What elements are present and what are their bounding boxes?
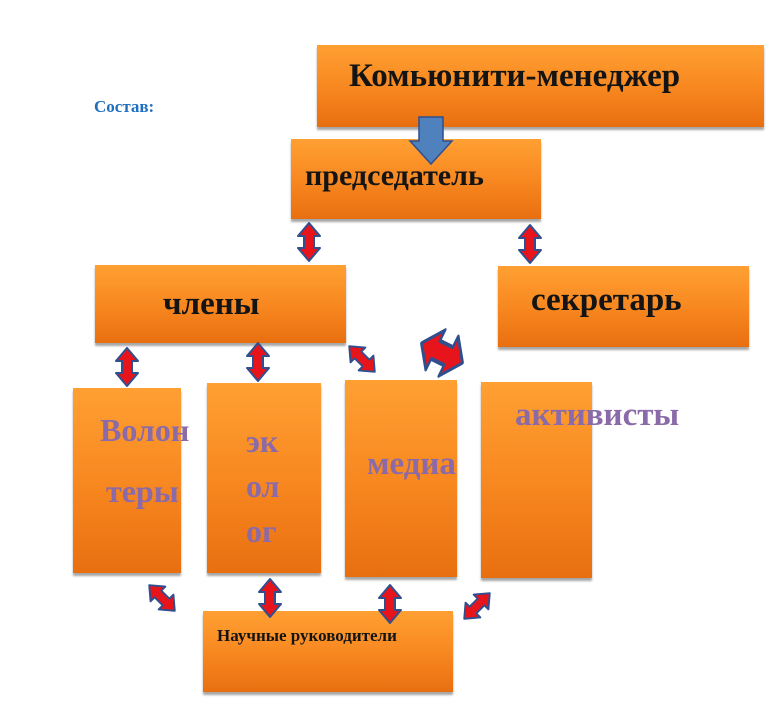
secretary-box — [498, 266, 749, 347]
activists-supervisors-arrow-icon — [455, 584, 499, 628]
members-box — [95, 265, 346, 343]
media-box — [345, 380, 457, 577]
members-label: члены — [163, 286, 260, 322]
supervisors-box — [203, 611, 453, 692]
ecologist-label-line-1: эк — [246, 423, 279, 459]
ecologist-label-line-2: ол — [246, 468, 280, 504]
volunteers-supervisors-arrow-icon — [140, 576, 184, 620]
secretary-label: секретарь — [531, 282, 682, 318]
chairman-secretary-arrow-icon — [518, 224, 542, 264]
volunteers-box — [73, 388, 181, 573]
members-ecologist-arrow-icon — [246, 342, 270, 382]
ecologist-label-line-3: ог — [246, 513, 277, 549]
members-activists-arrow-icon — [409, 321, 475, 385]
community-manager-box — [317, 45, 764, 127]
members-volunteers-arrow-icon — [115, 347, 139, 387]
down-arrow-icon — [408, 116, 454, 166]
ecologist-box — [207, 383, 321, 573]
chairman-box — [291, 139, 541, 219]
ecologist-supervisors-arrow-icon — [258, 578, 282, 618]
chairman-members-arrow-icon — [297, 222, 321, 262]
volunteers-label-line-1: Волон — [100, 412, 190, 448]
community-manager-label: Комьюнити-менеджер — [349, 58, 681, 94]
diagram-heading: Состав: — [94, 97, 155, 116]
media-supervisors-arrow-icon — [378, 584, 402, 624]
chairman-label: председатель — [305, 159, 484, 192]
activists-box — [481, 382, 592, 578]
supervisors-label: Научные руководители — [217, 626, 397, 645]
media-label: медиа — [367, 446, 456, 482]
volunteers-label-line-2: теры — [106, 473, 179, 509]
activists-label: активисты — [515, 397, 680, 433]
members-media-arrow-icon — [340, 337, 384, 381]
